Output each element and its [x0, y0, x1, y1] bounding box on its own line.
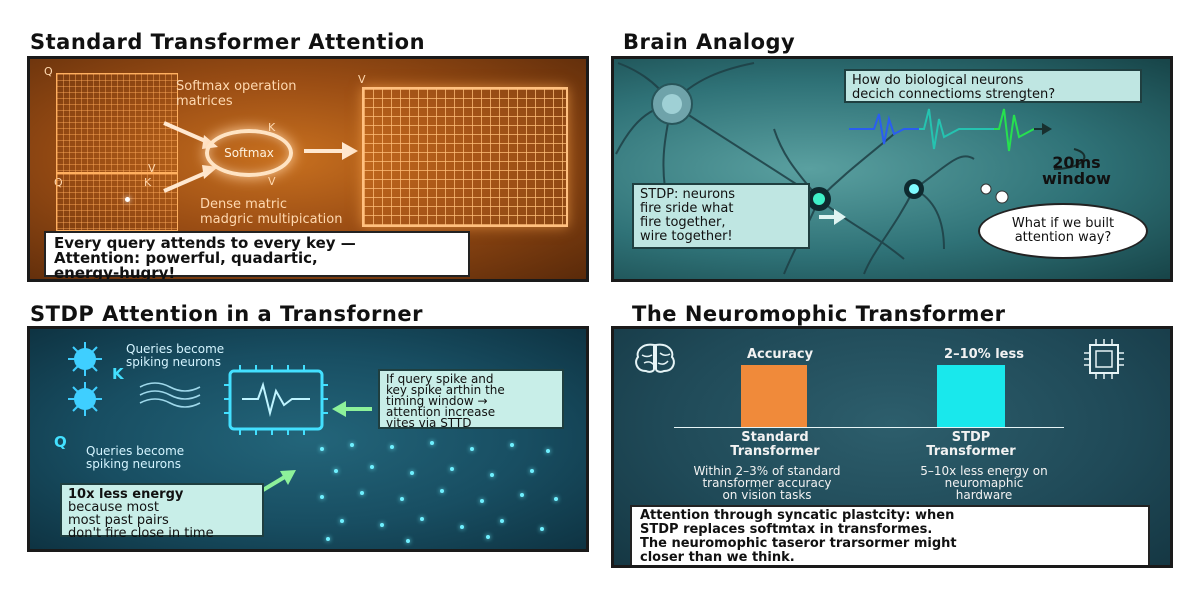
softmax-ring: Softmax: [205, 129, 293, 177]
spike-dot: [340, 519, 344, 523]
stdp-rule-box: STDP: neurons fire sride what fire toget…: [632, 183, 810, 249]
v-label-big: V: [358, 73, 366, 86]
spike-dot: [510, 443, 514, 447]
spike-dot: [334, 469, 338, 473]
biology-question-box: How do biological neurons decich connect…: [844, 69, 1142, 103]
window-label: 20ms window: [1042, 153, 1111, 188]
spike-dot: [360, 491, 364, 495]
v-label-low: V: [148, 162, 156, 175]
v-label-ring: V: [268, 175, 276, 188]
q-matrix: [56, 73, 178, 173]
accuracy-note: Within 2–3% of standard transformer accu…: [693, 464, 841, 502]
spike-dot: [320, 447, 324, 451]
dense-caption: Dense matric madgric multipication: [200, 197, 343, 227]
k-label-mid: K: [144, 176, 151, 189]
output-arrow: [304, 142, 358, 160]
spike-dot: [440, 489, 444, 493]
chip-icon: [1084, 339, 1124, 379]
spike-dot: [326, 537, 330, 541]
spike-dot: [406, 539, 410, 543]
queries-become-bottom: Queries become spiking neurons: [86, 444, 185, 471]
panel-standard-attention: Q Q K V Softmax operation matrices: [27, 56, 589, 282]
spike-dot: [390, 445, 394, 449]
panel-neuromorphic-transformer: Accuracy 2–10% less Standard Transformer…: [611, 326, 1173, 568]
brain-icon: [635, 343, 675, 373]
queries-become-top: Queries become spiking neurons: [126, 342, 225, 369]
k-label-ring: K: [268, 121, 276, 134]
spike-dot: [430, 441, 434, 445]
panel-brain-analogy: How do biological neurons decich connect…: [611, 56, 1173, 282]
spike-dot: [480, 499, 484, 503]
k-label-p3: K: [112, 365, 124, 383]
q-label-top: Q: [44, 65, 53, 78]
bar-stdp: [937, 365, 1005, 427]
energy-saving-box: 10x less energy because most most past p…: [60, 483, 264, 541]
softmax-ring-label: Softmax: [224, 146, 274, 160]
panel-title-brain-analogy: Brain Analogy: [623, 30, 796, 54]
spike-dot: [520, 493, 524, 497]
attention-output-matrix: [362, 87, 568, 227]
spike-dot: [486, 535, 490, 539]
thought-bubble: What if we built attention way?: [978, 203, 1148, 259]
timing-window-rule-box: If query spike and key spike arthin the …: [378, 369, 564, 429]
spike-dot: [350, 443, 354, 447]
attention-summary-box: Every query attends to every key — Atten…: [44, 231, 470, 279]
chart-baseline: [674, 427, 1064, 428]
spike-dot: [546, 449, 550, 453]
thought-bubble-text: What if we built attention way?: [1011, 216, 1115, 245]
energy-rest: because most most past pairs don't fire …: [68, 500, 214, 541]
spike-dot: [370, 465, 374, 469]
spike-dot: [400, 497, 404, 501]
spike-dot: [320, 495, 324, 499]
panel-stdp-attention: Queries become spiking neurons K Q Queri…: [27, 326, 589, 552]
softmax-caption: Softmax operation matrices: [176, 79, 297, 109]
accuracy-header: Accuracy: [746, 347, 814, 362]
panel-title-stdp-attention: STDP Attention in a Transforner: [30, 302, 423, 326]
spike-dot: [460, 525, 464, 529]
spike-dot: [500, 519, 504, 523]
q-label-p3: Q: [54, 433, 67, 451]
spike-dot: [470, 447, 474, 451]
spike-dot: [540, 527, 544, 531]
standard-label: Standard Transformer: [730, 430, 820, 459]
spike-dot: [410, 471, 414, 475]
spike-dot-field: [310, 439, 570, 543]
spike-dot: [380, 523, 384, 527]
energy-bold: 10x less energy: [68, 487, 184, 502]
spike-dot: [490, 473, 494, 477]
neuron-network: [615, 62, 1086, 275]
stdp-label: STDP Transformer: [926, 430, 1016, 459]
v-lower-matrix-visible: [56, 173, 178, 231]
spiking-neuron-icons: [68, 342, 372, 495]
spike-dot: [530, 469, 534, 473]
spike-dot: [554, 497, 558, 501]
spike-dot: [420, 517, 424, 521]
energy-header: 2–10% less: [944, 347, 1024, 362]
spike-dot: [450, 467, 454, 471]
energy-note: 5–10x less energy on neuromaphic hardwar…: [920, 464, 1048, 502]
spark-dot: [125, 197, 130, 202]
panel-title-standard-attention: Standard Transformer Attention: [30, 30, 426, 54]
panel-title-neuromorphic: The Neuromophic Transformer: [632, 302, 1006, 326]
conclusion-box: Attention through syncatic plastcity: wh…: [630, 505, 1150, 565]
q-label-mid: Q: [54, 176, 63, 189]
bar-standard: [741, 365, 807, 427]
